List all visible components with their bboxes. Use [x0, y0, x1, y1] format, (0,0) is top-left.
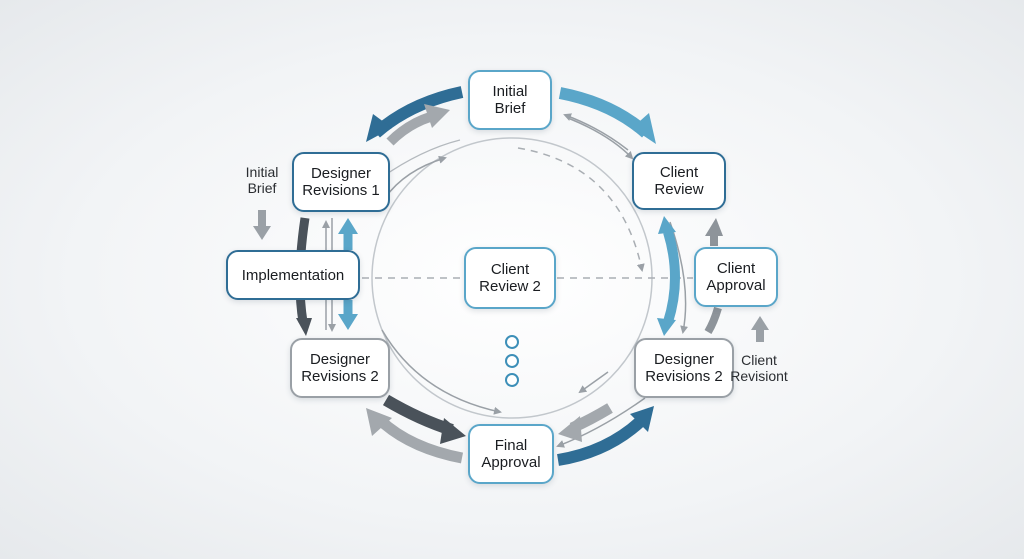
- dashed-arc-top-right: [517, 147, 645, 272]
- thin-arrow-bottom-right-in: [578, 371, 609, 394]
- arrow-designer-2-to-final: [382, 394, 454, 436]
- arrow-brief-to-review: [558, 87, 650, 138]
- arrow-right-blue-double-head-top: [658, 216, 676, 234]
- label-client-revision: Client Revisiont: [730, 352, 788, 384]
- ellipsis-dot-3: [505, 373, 519, 387]
- arrow-designer-1-up: [386, 112, 432, 146]
- label-initial-brief: Initial Brief: [245, 164, 279, 196]
- node-client-review-2[interactable]: Client Review 2: [464, 247, 556, 309]
- arrow-brief-to-designer-1-head: [366, 114, 392, 142]
- thin-arrow-bottom-right-out: [556, 397, 646, 448]
- arrow-right-blue-double-head-bottom: [657, 318, 676, 336]
- arrow-right-gray-down: [704, 306, 722, 335]
- arrow-final-to-designer-2-head: [366, 408, 392, 436]
- arrow-designer-2-right-to-final-head: [558, 416, 582, 442]
- node-designer-revisions-2-left[interactable]: Designer Revisions 2: [290, 338, 390, 398]
- arrow-designer-1-up-head: [424, 104, 450, 128]
- arrow-final-to-designer-2-right: [556, 415, 647, 466]
- ellipsis-dot-2: [505, 354, 519, 368]
- arrow-brief-to-review-head: [632, 113, 656, 144]
- arrow-left-blue-down-head: [338, 314, 358, 330]
- arrow-left-dark-down-head: [296, 318, 312, 336]
- thin-arrow-brief-review: [567, 117, 634, 160]
- node-final-approval[interactable]: Final Approval: [468, 424, 554, 484]
- thin-arrow-bottom-left: [381, 329, 502, 415]
- node-implementation[interactable]: Implementation: [226, 250, 360, 300]
- arrow-initial-brief-down-head: [253, 226, 271, 240]
- arrow-designer-2-to-final-head: [440, 418, 466, 444]
- node-client-approval[interactable]: Client Approval: [694, 247, 778, 307]
- arrow-final-to-designer-2-right-head: [630, 406, 654, 432]
- thin-arrow-right-inner: [669, 221, 689, 334]
- node-client-review[interactable]: Client Review: [632, 152, 726, 210]
- arrow-right-gray-up-head: [705, 218, 723, 236]
- arrow-right-blue-double: [663, 230, 680, 324]
- node-designer-revisions-1[interactable]: Designer Revisions 1: [292, 152, 390, 212]
- arrow-client-revision-up-head: [751, 316, 769, 330]
- arrow-final-to-designer-2: [376, 415, 464, 464]
- arrow-left-blue-up-head: [338, 218, 358, 234]
- node-initial-brief[interactable]: Initial Brief: [468, 70, 552, 130]
- node-designer-revisions-2-right[interactable]: Designer Revisions 2: [634, 338, 734, 398]
- ellipsis-dot-1: [505, 335, 519, 349]
- thin-arrow-review-brief: [563, 113, 629, 151]
